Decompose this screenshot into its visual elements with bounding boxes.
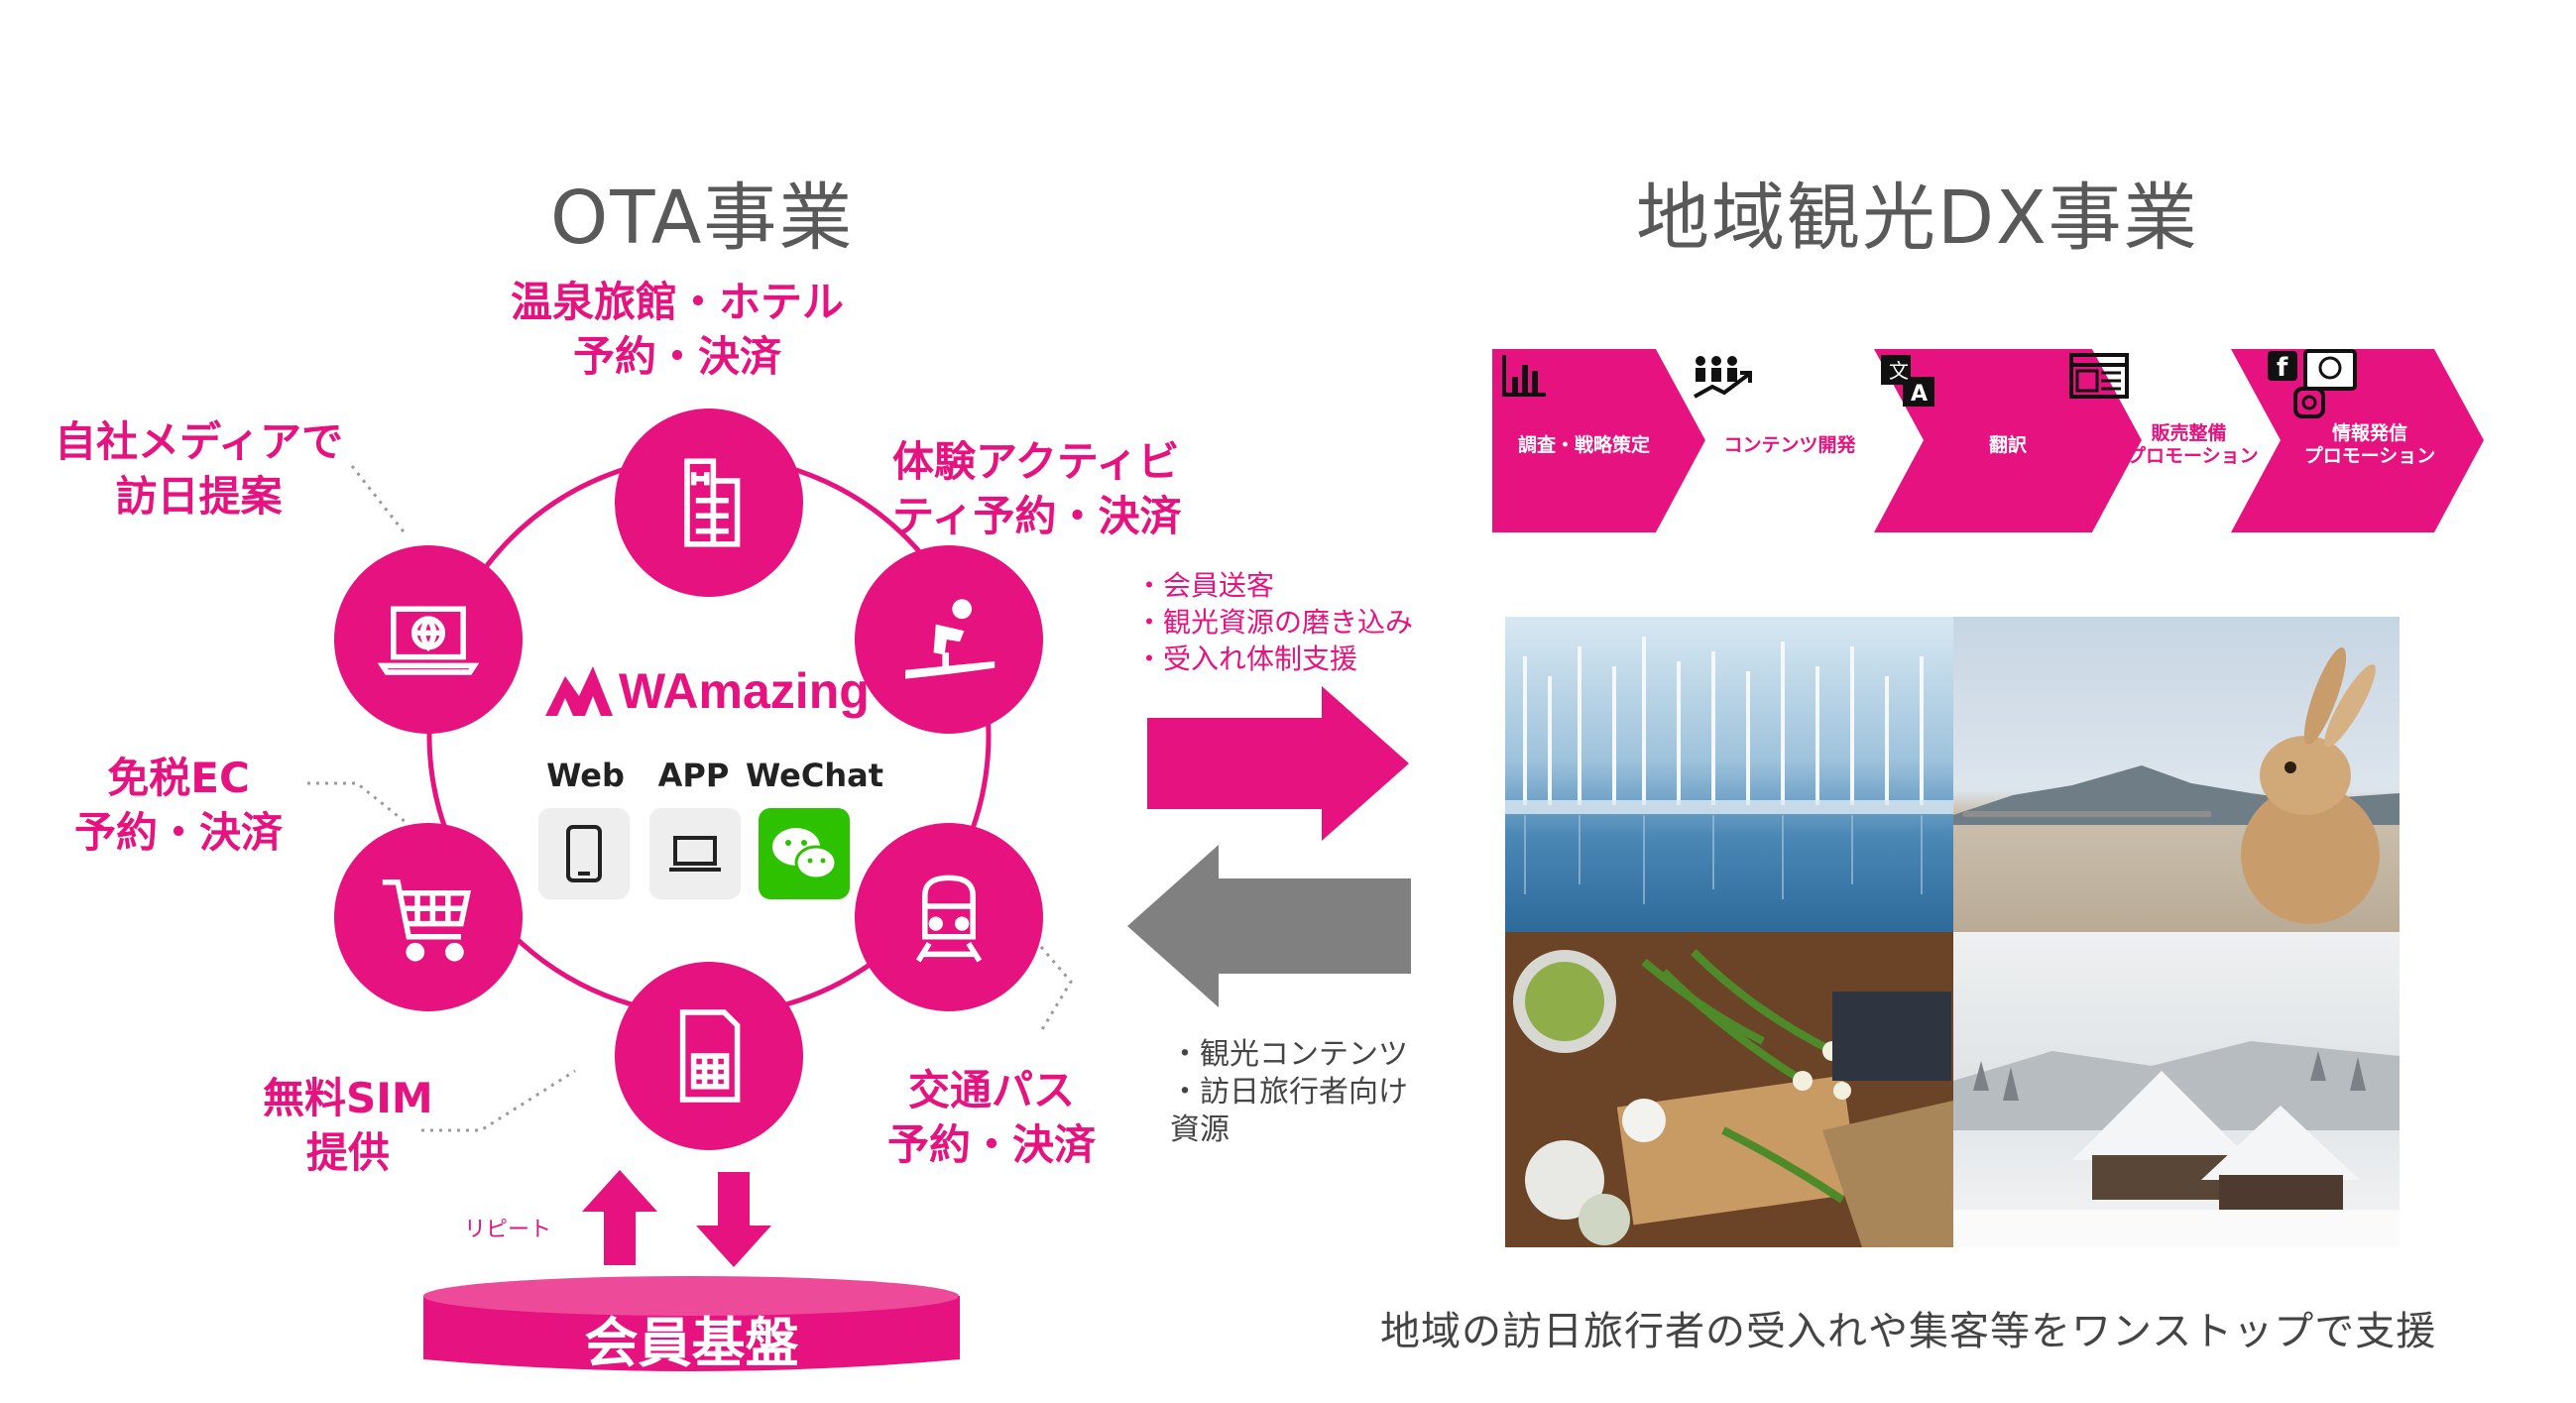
dx-title: 地域観光DX事業	[1636, 175, 2199, 261]
wechat-icon	[772, 828, 838, 880]
smartphone-icon	[566, 825, 602, 882]
photo-vegetables	[1505, 932, 1953, 1247]
to-dx-item: ・受入れ体制支援	[1135, 643, 1358, 675]
mountain-logo-icon	[545, 666, 613, 716]
photo-snow-village	[1953, 932, 2400, 1247]
to-dx-list: ・会員送客 ・観光資源の磨き込み ・受入れ体制支援	[1135, 567, 1413, 677]
right-arrow	[1147, 686, 1409, 841]
transport-label: 交通パス予約・決済	[887, 1066, 1097, 1169]
to-dx-item: ・会員送客	[1135, 569, 1275, 602]
process-steps: 文 A f 調査・戦略策定 コンテンツ開発 翻訳 販売整備プロモーション 情報発…	[1492, 349, 2484, 532]
social-media-icon: f	[2268, 349, 2357, 418]
step-translate-label: 翻訳	[1988, 434, 2027, 456]
ec-node	[334, 823, 523, 1011]
activity-label: 体験アクティビティ予約・決済	[892, 437, 1182, 540]
dx-caption: 地域の訪日旅行者の受入れや集客等をワンストップで支援	[1380, 1309, 2437, 1354]
laptop-globe-icon	[377, 606, 480, 675]
hotel-building-icon	[684, 458, 741, 547]
logo-text: WAmazing	[619, 663, 870, 719]
step-content-label: コンテンツ開発	[1723, 434, 1856, 456]
sim-node	[615, 962, 803, 1150]
up-arrow	[582, 1170, 657, 1265]
hotel-label: 温泉旅館・ホテル予約・決済	[511, 278, 845, 381]
member-base-label: 会員基盤	[584, 1312, 799, 1374]
channel-label-web: Web	[546, 757, 625, 794]
translate-icon: 文 A	[1881, 355, 1934, 407]
member-base-cylinder	[423, 1276, 960, 1371]
svg-text:文: 文	[1889, 359, 1909, 383]
media-label: 自社メディアで訪日提案	[55, 417, 344, 521]
to-dx-item: ・観光資源の磨き込み	[1135, 606, 1414, 639]
wechat-channel-box	[759, 808, 850, 899]
ski-icon	[905, 599, 995, 679]
photo-frozen-lake	[1505, 617, 1953, 932]
from-dx-item: ・訪日旅行者向け	[1170, 1075, 1408, 1110]
web-channel-box	[538, 808, 630, 899]
train-icon	[915, 875, 983, 963]
step-promotion-label: 情報発信プロモーション	[2303, 422, 2436, 467]
bar-chart-icon	[1502, 355, 1546, 397]
wamazing-logo: WAmazing	[543, 662, 870, 720]
laptop-icon	[669, 836, 721, 872]
shopping-cart-icon	[382, 879, 472, 962]
sim-card-icon	[679, 1009, 741, 1103]
channel-label-wechat: WeChat	[746, 757, 884, 794]
app-channel-box	[649, 808, 741, 899]
step-sales-label: 販売整備プロモーション	[2127, 422, 2259, 467]
channel-label-app: APP	[657, 757, 730, 794]
down-arrow	[696, 1172, 771, 1267]
web-browser-icon	[2069, 353, 2129, 399]
photo-rabbit	[1953, 617, 2400, 932]
team-growth-icon	[1694, 356, 1752, 399]
from-dx-item: 資源	[1170, 1112, 1229, 1147]
svg-text:A: A	[1911, 382, 1928, 407]
hotel-node	[615, 409, 803, 597]
repeat-label: リピート	[464, 1218, 552, 1242]
step-survey-label: 調査・戦略策定	[1517, 434, 1650, 456]
from-dx-list: ・観光コンテンツ ・訪日旅行者向け 資源	[1170, 1036, 1408, 1149]
activity-node	[855, 545, 1043, 734]
left-arrow	[1127, 845, 1411, 1007]
transport-node	[855, 823, 1043, 1011]
media-node	[334, 545, 523, 734]
svg-text:f: f	[2277, 353, 2288, 383]
leader-lines	[307, 465, 1073, 1132]
from-dx-item: ・観光コンテンツ	[1170, 1037, 1408, 1072]
ota-title: OTA事業	[550, 175, 855, 261]
